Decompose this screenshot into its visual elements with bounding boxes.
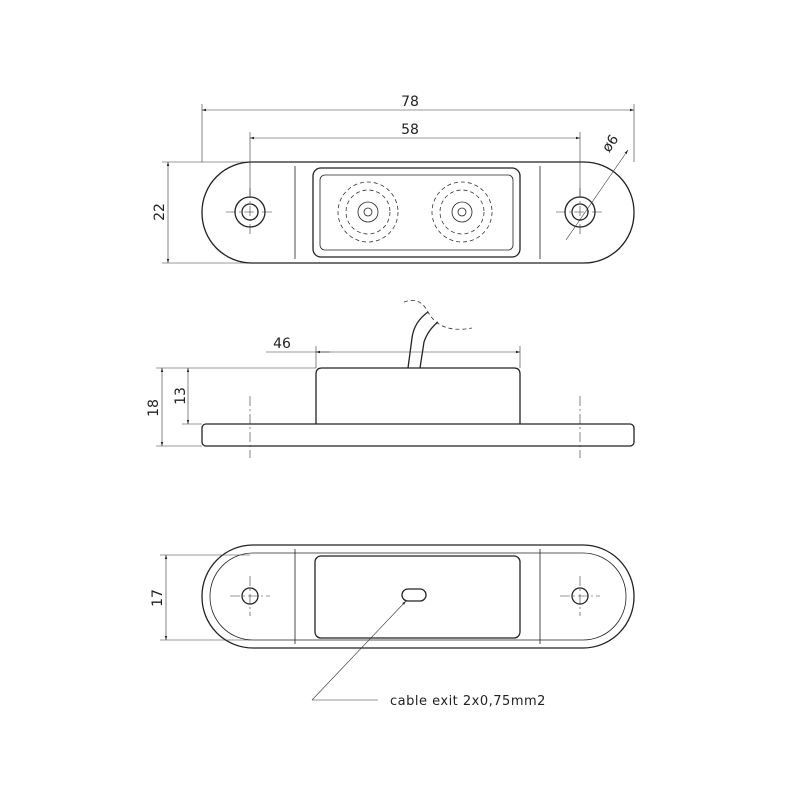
side-housing: [315, 367, 521, 424]
top-view: 78 58 22 ø6: [152, 94, 635, 264]
dim-dia6-line: [565, 149, 629, 241]
top-body-outline: [201, 161, 635, 264]
dim-13-label: 13: [173, 387, 189, 405]
cable-note-leader: [311, 600, 407, 701]
bottom-view: 17 cable exit 2x0,75mm2: [150, 544, 635, 709]
bottom-hole-right: [560, 576, 600, 616]
bottom-body-outline: [201, 544, 635, 649]
dim-dia6-label: ø6: [599, 132, 622, 156]
bottom-hole-left: [230, 576, 270, 616]
dim-18-label: 18: [146, 399, 162, 417]
mounting-hole-left: [226, 188, 274, 236]
side-view: 46 18 13: [146, 299, 635, 458]
side-cable-break: [403, 299, 473, 330]
dim-46-label: 46: [273, 336, 291, 352]
dim-78-label: 78: [401, 94, 419, 110]
cable-note-label: cable exit 2x0,75mm2: [390, 694, 546, 709]
bottom-body-inner: [209, 552, 627, 641]
bottom-recess: [314, 555, 521, 639]
dim-17-label: 17: [150, 589, 166, 607]
led-lens-right: [431, 181, 493, 243]
side-cable: [407, 311, 429, 369]
led-lens-left: [337, 181, 399, 243]
dim-22-label: 22: [152, 203, 168, 221]
top-lens-frame-outer: [312, 167, 521, 258]
side-base-plate: [201, 423, 635, 447]
side-cable-2: [419, 321, 439, 369]
dim-58-label: 58: [401, 122, 419, 138]
top-lens-frame-inner: [319, 174, 514, 251]
cable-exit-slot: [401, 588, 427, 602]
